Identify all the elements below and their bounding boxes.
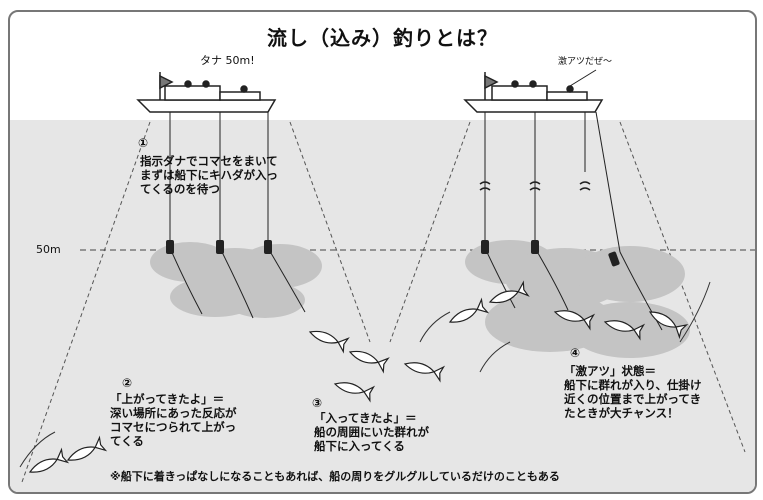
footnote: ※船下に着きっぱなしになることもあれば、船の周りをグルグルしているだけのこともあ… [110,470,560,483]
tuna-fish [648,311,689,340]
cone-line [289,121,371,343]
line-breaks [479,181,591,191]
cone-line [389,121,471,343]
tuna-fish [603,320,646,341]
diagram-title: 流し（込み）釣りとは？ [267,26,498,50]
lines-left [169,112,306,319]
sinkers-right [481,240,620,267]
cone-line [619,121,746,453]
tuna-fish [66,435,108,461]
step-4-text: 「激アツ」状態＝ 船下に群れが入り、仕掛け 近くの位置まで上がってき たときが大… [564,364,702,420]
tuna-fish [403,362,446,383]
step-3-number: ③ [312,396,323,410]
boat-right [463,69,604,113]
tuna-fish [333,382,376,403]
depth-label: 50m [36,243,61,256]
sinkers-left [166,240,272,254]
diagram-frame: 流し（込み）釣りとは？ タナ 50m! 激アツだぜ～ 50m ① 指示ダナでコマ… [8,10,757,494]
tuna-school [28,280,689,473]
diagram-illustration [19,69,755,483]
step-4-number: ④ [570,346,581,360]
chum-cloud-left [150,242,322,318]
tuna-fish [488,280,530,304]
cone-line [21,121,151,483]
boat-left-callout: タナ 50m! [200,54,255,67]
boat-right-callout: 激アツだぜ～ [558,57,613,67]
motion-lines [19,281,711,468]
step-1-number: ① [138,136,149,150]
step-2-text: 「上がってきたよ」＝ 深い場所にあった反応が コマセにつられて上がっ てくる [110,392,237,448]
tuna-fish [28,447,70,473]
step-1-text: 指示ダナでコマセをまいて まずは船下にキハダが入っ てくるのを待つ [140,154,278,196]
boat-left [136,72,277,113]
tuna-fish [553,310,596,331]
tuna-fish [448,297,490,323]
lines-right [484,111,663,331]
step-2-number: ② [122,376,133,390]
step-3-text: 「入ってきたよ」＝ 船の周囲にいた群れが 船下に入ってくる [314,411,429,453]
tuna-fish [308,330,350,354]
tuna-fish [348,350,390,374]
